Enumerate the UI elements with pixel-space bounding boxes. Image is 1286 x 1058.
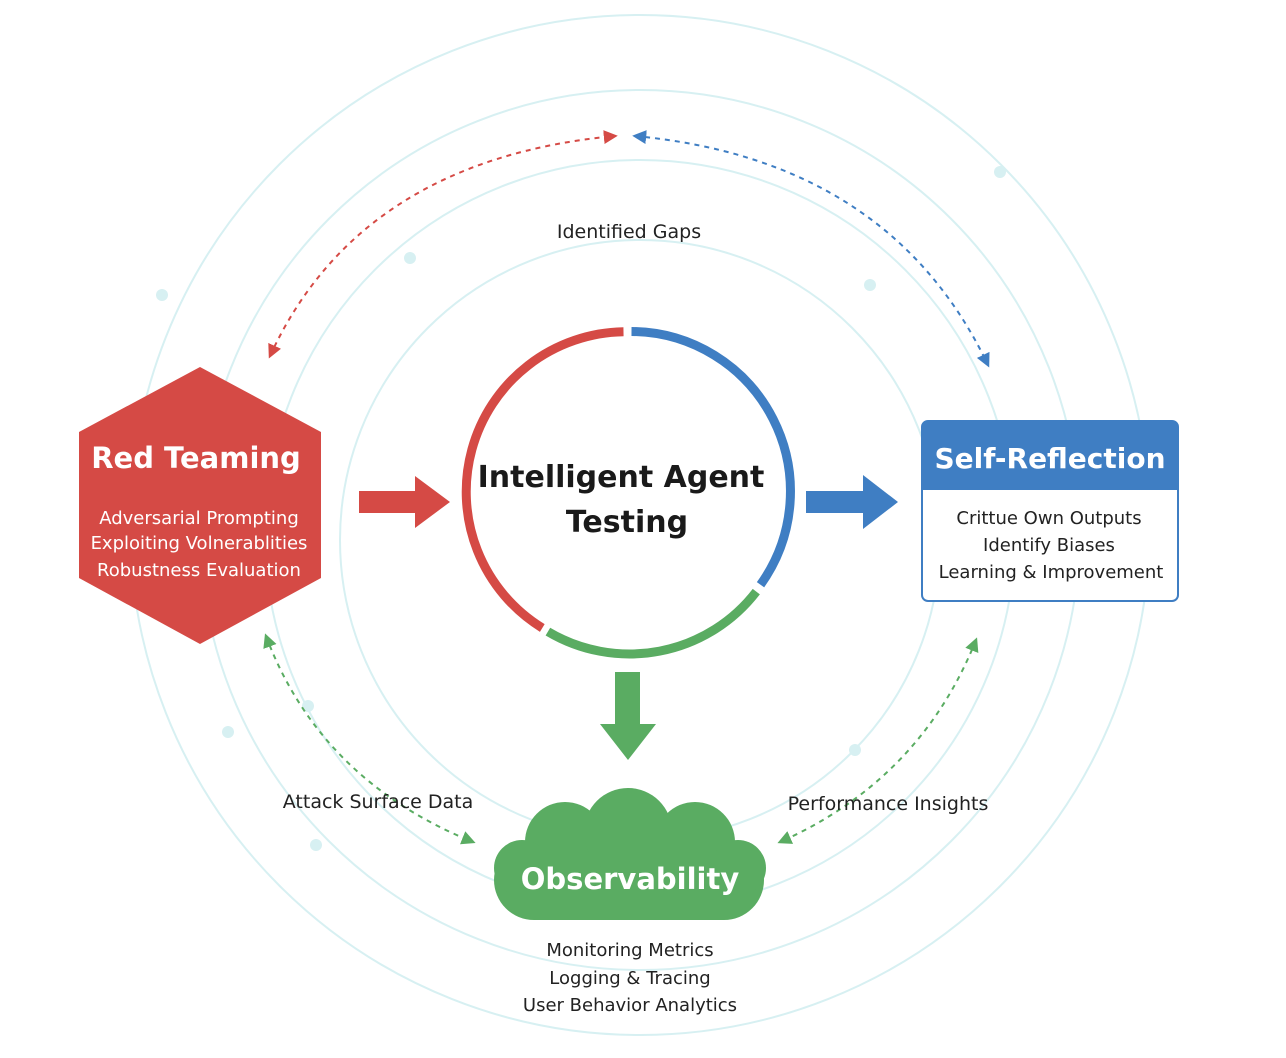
red-block-arrow xyxy=(359,476,450,528)
self-reflection-item-1: Crittue Own Outputs xyxy=(956,508,1141,529)
ring-segment-green xyxy=(545,588,760,659)
observability-item-3: User Behavior Analytics xyxy=(523,995,737,1016)
attack-surface-label: Attack Surface Data xyxy=(283,791,473,813)
gap-connector-blue xyxy=(632,130,990,368)
observability-item-1: Monitoring Metrics xyxy=(546,940,713,961)
insights-connector xyxy=(777,637,979,844)
self-reflection-title: Self-Reflection xyxy=(934,442,1165,475)
self-reflection-item-2: Identify Biases xyxy=(983,535,1115,556)
ring-segment-blue xyxy=(631,327,795,588)
observability-cloud xyxy=(494,788,766,920)
center-title-line2: Testing xyxy=(566,505,688,540)
self-reflection-header xyxy=(922,421,1178,490)
self-reflection-node: Self-Reflection Crittue Own Outputs Iden… xyxy=(921,420,1179,602)
self-reflection-item-3: Learning & Improvement xyxy=(939,562,1164,583)
observability-node: Observability Monitoring Metrics Logging… xyxy=(494,788,766,1016)
performance-insights-label: Performance Insights xyxy=(788,793,989,815)
red-teaming-item-1: Adversarial Prompting xyxy=(99,508,299,529)
red-teaming-title: Red Teaming xyxy=(91,441,301,475)
ring-segment-red xyxy=(461,327,624,632)
red-teaming-hexagon xyxy=(79,367,321,644)
blue-block-arrow xyxy=(806,475,898,529)
red-teaming-item-2: Exploiting Volnerablities xyxy=(91,533,308,554)
center-title-line1: Intelligent Agent xyxy=(478,460,765,495)
red-teaming-item-3: Robustness Evaluation xyxy=(97,560,301,581)
observability-title: Observability xyxy=(521,862,740,896)
identified-gaps-label: Identified Gaps xyxy=(557,221,701,243)
green-block-arrow xyxy=(600,672,656,760)
red-teaming-node: Red Teaming Adversarial Prompting Exploi… xyxy=(79,367,321,644)
center-ring xyxy=(461,327,795,659)
gap-connector-red xyxy=(268,130,618,359)
observability-item-2: Logging & Tracing xyxy=(549,968,710,989)
